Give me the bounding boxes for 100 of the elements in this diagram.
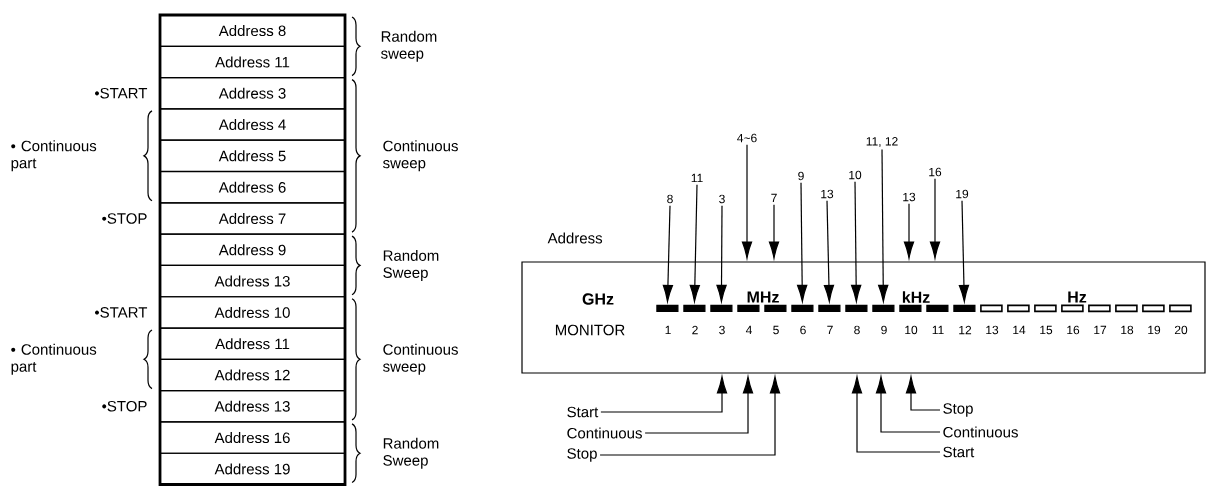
lit-segment [764, 304, 787, 312]
monitor-number: 8 [854, 325, 860, 335]
sweep-label: Continuous sweep [383, 343, 458, 375]
lit-segment [710, 304, 733, 312]
arrow [768, 204, 780, 259]
address-row: Address 10 [159, 296, 346, 329]
monitor-number: 16 [1067, 325, 1080, 335]
arrow [644, 376, 754, 434]
address-row: Address 4 [159, 108, 346, 141]
address-number: 19 [956, 189, 969, 199]
axis-title: Address [547, 232, 603, 244]
arrow [716, 205, 727, 303]
unit-label: kHz [902, 291, 930, 303]
stop-marker: •STOP [102, 400, 147, 412]
arrow [878, 148, 889, 303]
unlit-segment [1007, 304, 1030, 313]
monitor-number: 20 [1174, 325, 1188, 335]
unlit-segment [1169, 304, 1192, 313]
address-row: Address 9 [159, 233, 346, 267]
arrow [689, 184, 700, 303]
unlit-segment [1142, 304, 1165, 313]
part-label: • Continuous part [11, 140, 97, 172]
monitor-number: 11 [932, 325, 944, 335]
address-number: 13 [821, 189, 834, 199]
address-number: 3 [719, 194, 725, 204]
monitor-number: 14 [1013, 325, 1026, 335]
sweep-label: Continuous sweep [383, 140, 458, 172]
sweep-label: Random sweep [381, 30, 437, 62]
monitor-panel [521, 261, 1206, 374]
arrow [797, 182, 808, 303]
address-row: Address 13 [159, 264, 346, 298]
lit-segment [737, 304, 760, 312]
monitor-number: 12 [959, 325, 972, 335]
monitor-number: 13 [986, 325, 999, 335]
address-number: 13 [903, 192, 916, 202]
address-row: Address 12 [159, 358, 346, 392]
monitor-number: 3 [719, 325, 725, 335]
start-marker: •START [94, 87, 148, 99]
lit-segment [872, 304, 895, 312]
address-row: Address 16 [159, 421, 346, 454]
arrow [905, 376, 941, 411]
arrow [599, 376, 781, 456]
monitor-number: 9 [881, 325, 887, 335]
monitor-number: 10 [905, 325, 918, 335]
sweep-label: Random Sweep [383, 249, 439, 281]
callout-label: Stop [943, 403, 973, 417]
part-label: • Continuous part [11, 343, 97, 375]
arrow [903, 203, 915, 259]
monitor-number: 2 [692, 325, 698, 335]
lit-segment [791, 304, 814, 312]
unlit-segment [980, 304, 1003, 313]
unlit-segment [1061, 304, 1084, 313]
address-row: Address 13 [159, 389, 346, 423]
unlit-segment [1088, 304, 1111, 313]
arrow [929, 178, 941, 259]
lit-segment [953, 304, 976, 312]
address-row: Address 11 [159, 45, 346, 79]
lit-segment [926, 304, 949, 312]
lit-segment [899, 304, 922, 312]
unit-label: Hz [1068, 291, 1087, 303]
monitor-number: 5 [773, 325, 779, 335]
address-row: Address 11 [159, 327, 346, 360]
arrow [823, 200, 835, 303]
stop-marker: •STOP [102, 213, 147, 224]
lit-segment [845, 304, 868, 312]
unlit-segment [1034, 304, 1057, 313]
lit-segment [818, 304, 841, 312]
monitor-number: 19 [1148, 325, 1161, 335]
callout-label: Stop [567, 448, 597, 462]
address-number: 16 [929, 167, 942, 177]
address-row: Address 6 [159, 170, 346, 204]
arrow [851, 376, 941, 453]
unlit-segment [1115, 304, 1138, 313]
monitor-number: 4 [745, 325, 752, 335]
sweep-label: Random Sweep [383, 437, 439, 469]
address-number: 4~6 [737, 133, 757, 143]
arrow [741, 144, 753, 259]
address-number: 8 [667, 194, 673, 204]
monitor-number: 7 [827, 325, 833, 335]
lit-segment [683, 304, 706, 312]
monitor-number: 18 [1121, 325, 1134, 335]
address-number: 7 [771, 193, 777, 203]
arrow [851, 181, 862, 303]
lit-segment [656, 304, 679, 312]
arrow [958, 200, 970, 303]
node-label: Address 8 [218, 25, 286, 37]
monitor-number: 17 [1094, 325, 1107, 335]
address-row: Address 3 [159, 76, 346, 110]
row-title: MONITOR [555, 324, 625, 336]
arrow [662, 205, 674, 303]
unit-label: MHz [747, 291, 779, 303]
unit-label: GHz [582, 293, 614, 305]
address-number: 9 [798, 171, 804, 181]
start-marker: •START [94, 307, 148, 318]
address-number: 10 [849, 170, 862, 180]
address-number: 11, 12 [866, 137, 898, 147]
monitor-number: 1 [665, 325, 671, 335]
callout-label: Continuous [567, 427, 642, 439]
callout-label: Start [943, 446, 975, 458]
address-row: Address 7 [159, 202, 346, 235]
